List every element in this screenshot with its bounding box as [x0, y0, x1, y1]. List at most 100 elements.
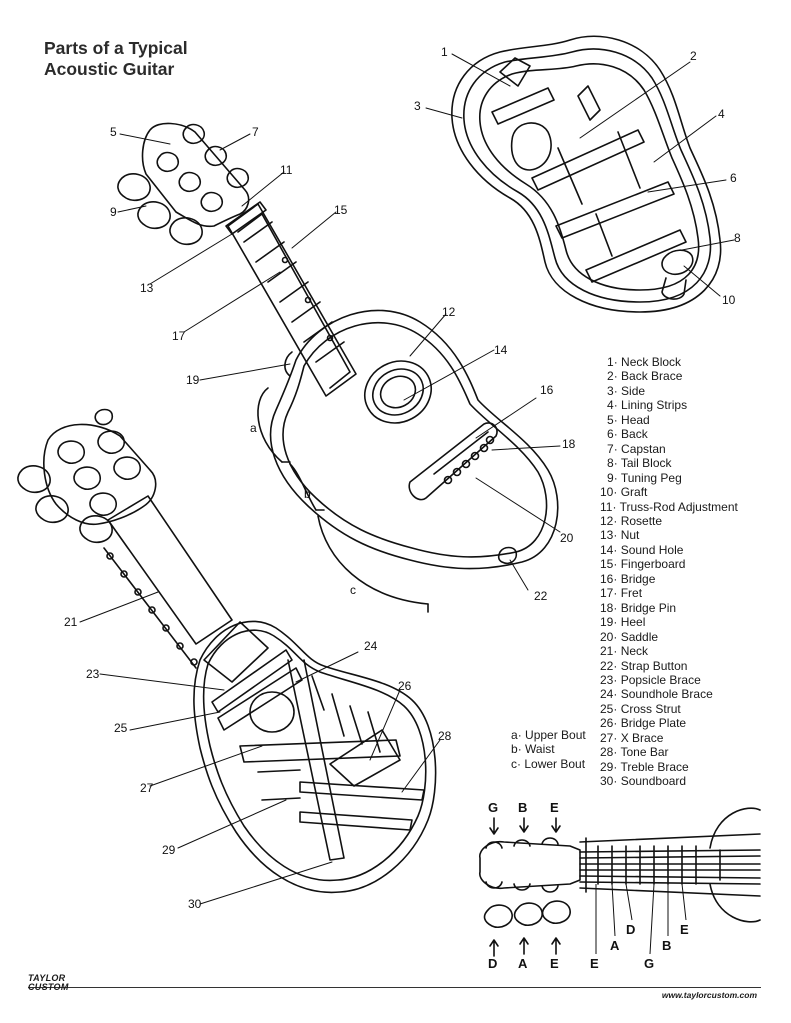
callout-24: 24	[364, 639, 378, 653]
brand-logo: TAYLOR CUSTOM	[28, 974, 69, 992]
legend-item: 6· Back	[607, 427, 648, 442]
legend-item: 19· Heel	[600, 615, 646, 630]
bout-item: b· Waist	[511, 742, 555, 757]
legend-label: Rosette	[620, 513, 663, 528]
legend-label: Sound Hole	[620, 542, 684, 557]
legend-item: 20· Saddle	[600, 629, 659, 644]
legend-label: Heel	[620, 615, 646, 630]
legend-number: 12	[600, 513, 614, 528]
string-letter-e-low: E	[590, 956, 599, 971]
legend-label: Neck	[620, 644, 649, 659]
string-letter-d: D	[626, 922, 635, 937]
leader-lines	[79, 53, 735, 905]
legend-number: 24	[600, 687, 614, 702]
title-line-1: Parts of a Typical	[44, 38, 188, 58]
legend-label: Back	[621, 427, 648, 442]
legend-number: 21	[600, 644, 614, 659]
legend-number: 15	[600, 557, 614, 572]
legend-item: 9· Tuning Peg	[607, 470, 682, 485]
callout-20: 20	[560, 531, 574, 545]
callout-13: 13	[140, 281, 154, 295]
legend-number: 14	[600, 542, 614, 557]
legend-number: 3	[607, 383, 614, 398]
legend-item: 12· Rosette	[600, 513, 663, 528]
legend-number: 20	[600, 629, 614, 644]
callout-19: 19	[186, 373, 200, 387]
legend-number: 16	[600, 571, 614, 586]
callout-7: 7	[252, 125, 259, 139]
legend-label: Graft	[620, 485, 648, 500]
legend-number: 2	[607, 369, 614, 384]
legend-number: 28	[600, 745, 614, 760]
legend-label: Bridge	[620, 571, 656, 586]
legend-number: 29	[600, 759, 614, 774]
legend-number: 19	[600, 615, 614, 630]
string-letter-g: G	[644, 956, 654, 971]
bout-name: Lower Bout	[524, 756, 586, 771]
legend-label: Tone Bar	[620, 745, 669, 760]
callout-6: 6	[730, 171, 737, 185]
legend-number: 22	[600, 658, 614, 673]
tuner-top-g: G	[488, 800, 498, 815]
bout-item: a· Upper Bout	[511, 728, 586, 742]
legend-item: 14· Sound Hole	[600, 542, 684, 557]
legend-item: 23· Popsicle Brace	[600, 672, 701, 687]
legend-item: 4· Lining Strips	[607, 398, 688, 413]
bout-letter: c	[511, 756, 517, 771]
legend-label: Neck Block	[621, 355, 682, 369]
legend-item: 15· Fingerboard	[600, 557, 686, 572]
legend-label: Lining Strips	[621, 398, 688, 413]
callout-16: 16	[540, 383, 554, 397]
legend-label: Treble Brace	[620, 759, 689, 774]
string-letter-b: B	[662, 938, 671, 953]
interior-view-guitar	[17, 408, 437, 894]
legend-label: Tail Block	[620, 456, 672, 471]
callout-1: 1	[441, 45, 448, 59]
legend-number: 4	[607, 398, 614, 413]
tuner-bottom-d: D	[488, 956, 497, 971]
tuner-top-e: E	[550, 800, 559, 815]
bout-letter: b	[511, 742, 518, 757]
string-letter-e-high: E	[680, 922, 689, 937]
legend-item: 17· Fret	[600, 586, 643, 601]
logo-line-2: CUSTOM	[28, 982, 69, 992]
title-line-2: Acoustic Guitar	[44, 59, 175, 79]
legend-number: 26	[600, 716, 614, 731]
legend-item: 8· Tail Block	[607, 456, 672, 471]
legend-label: Head	[621, 412, 650, 427]
legend-item: 7· Capstan	[607, 441, 666, 456]
legend-label: Strap Button	[620, 658, 688, 673]
website-url: www.taylorcustom.com	[661, 990, 757, 1000]
footer-divider	[28, 987, 761, 988]
bout-name: Upper Bout	[525, 728, 586, 742]
legend-item: 25· Cross Strut	[600, 701, 681, 716]
legend-number: 27	[600, 730, 614, 745]
callout-12: 12	[442, 305, 456, 319]
headstock-tuning-view	[479, 807, 761, 957]
callout-10: 10	[722, 293, 736, 307]
callout-14: 14	[494, 343, 508, 357]
legend-item: 3· Side	[607, 383, 646, 398]
legend-label: Fret	[620, 586, 643, 601]
legend-item: 11· Truss-Rod Adjustment	[600, 499, 738, 514]
callout-18: 18	[562, 437, 576, 451]
bout-a-label: a	[250, 421, 257, 435]
legend-item: 13· Nut	[600, 528, 640, 543]
logo-line-1: TAYLOR	[28, 973, 66, 983]
callout-4: 4	[718, 107, 725, 121]
legend-item: 30· Soundboard	[600, 774, 687, 789]
legend-label: Bridge Pin	[620, 600, 677, 615]
callout-5: 5	[110, 125, 117, 139]
legend-label: Capstan	[621, 441, 666, 456]
legend-item: 21· Neck	[600, 644, 649, 659]
bout-name: Waist	[525, 742, 555, 757]
legend-label: Side	[621, 383, 646, 398]
callout-11: 11	[280, 163, 293, 177]
callout-25: 25	[114, 721, 128, 735]
legend-label: Truss-Rod Adjustment	[619, 499, 738, 514]
legend-label: Tuning Peg	[620, 470, 682, 485]
legend-item: 27· X Brace	[600, 730, 664, 745]
